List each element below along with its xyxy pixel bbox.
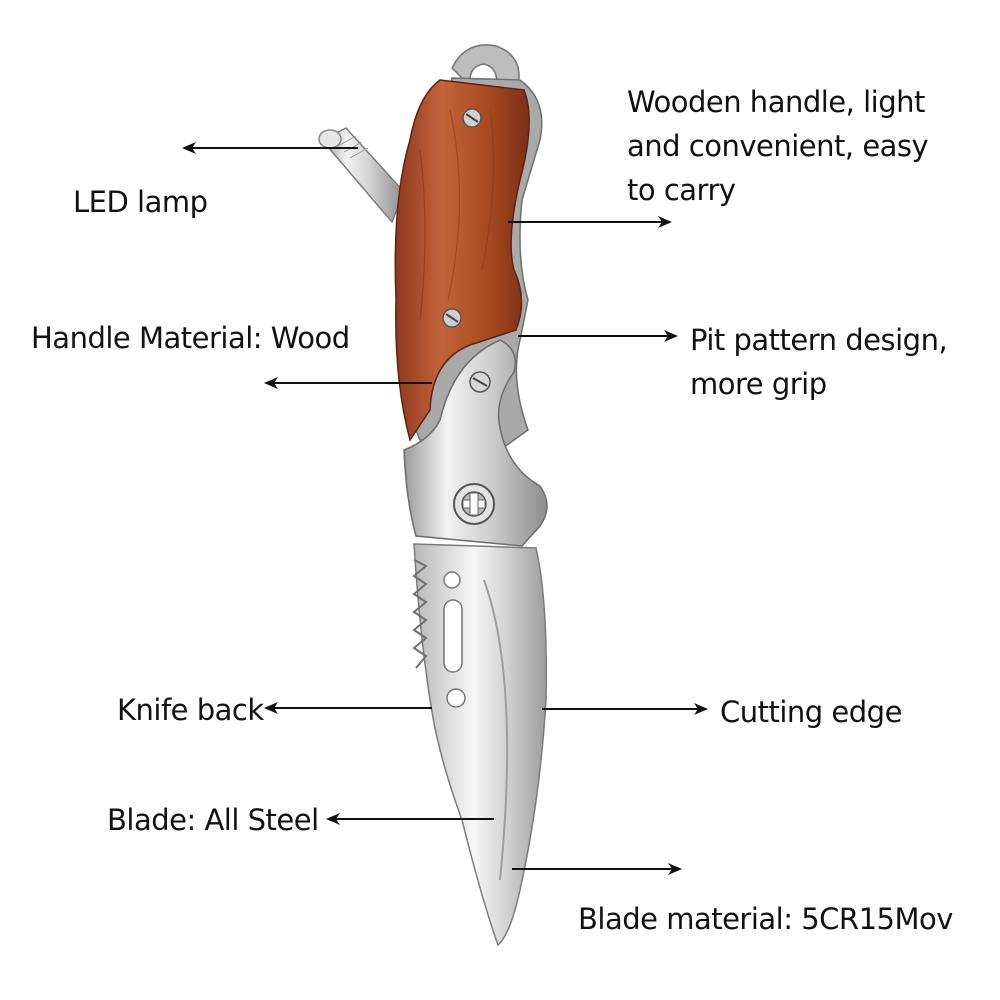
- label-line: more grip: [690, 367, 827, 401]
- label-line: Wooden handle, light: [627, 85, 925, 119]
- label-blade-steel: Blade: All Steel: [107, 803, 319, 837]
- label-knife-back: Knife back: [117, 693, 264, 727]
- serrated-spine: [412, 559, 428, 669]
- label-handle-features: Wooden handle, light and convenient, eas…: [627, 80, 929, 212]
- label-pit-pattern: Pit pattern design, more grip: [690, 318, 948, 406]
- label-cutting-edge: Cutting edge: [720, 695, 902, 729]
- wooden-handle: [394, 79, 530, 442]
- steel-bolster: [403, 339, 548, 547]
- led-lamp-part: [318, 127, 405, 224]
- label-line: Pit pattern design,: [690, 323, 948, 357]
- label-blade-material: Blade material: 5CR15Mov: [578, 902, 953, 936]
- label-handle-material: Handle Material: Wood: [31, 321, 350, 355]
- label-line: and convenient, easy: [627, 129, 929, 163]
- blade: [413, 543, 548, 947]
- screw-icon: [469, 371, 491, 393]
- screw-icon: [442, 308, 462, 328]
- label-led-lamp: LED lamp: [73, 185, 208, 219]
- pivot-icon: [453, 483, 495, 525]
- label-line: to carry: [627, 173, 736, 207]
- screw-icon: [462, 108, 482, 128]
